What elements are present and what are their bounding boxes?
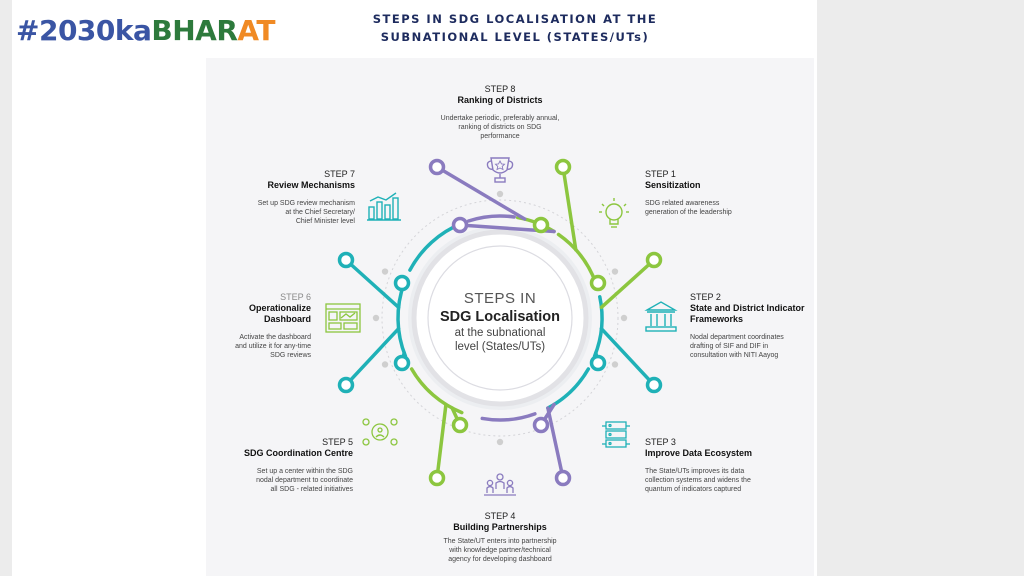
- step-8-card: STEP 8 Ranking of Districts Undertake pe…: [420, 84, 580, 141]
- spoke-node: [393, 354, 411, 372]
- spoke-layer: [337, 158, 663, 487]
- spoke-node: [393, 274, 411, 292]
- ring-marker-dot: [611, 361, 619, 368]
- ring-marker-dot: [381, 361, 389, 368]
- center-label: STEPS IN SDG Localisation at the subnati…: [430, 290, 570, 354]
- spoke-node: [589, 274, 607, 292]
- step-8-title: Ranking of Districts: [457, 95, 543, 105]
- step-7-title: Review Mechanisms: [267, 180, 355, 190]
- step-2-description: Nodal department coordinates drafting of…: [690, 334, 784, 359]
- institution-building-icon: [644, 301, 678, 332]
- spoke-node: [428, 158, 446, 176]
- spoke-node: [451, 416, 469, 434]
- data-server-icon: [602, 421, 630, 448]
- step-5-description: Set up a center within the SDG nodal dep…: [256, 468, 353, 493]
- step-5-title: SDG Coordination Centre: [243, 448, 353, 458]
- spoke-line: [344, 326, 401, 387]
- spoke-node: [337, 376, 355, 394]
- spoke-line: [344, 258, 401, 310]
- brand-hashtag-part3: AT: [237, 14, 276, 47]
- step-1-title: Sensitization: [645, 180, 701, 190]
- dashboard-icon: [325, 303, 361, 333]
- brand-hashtag-part2: BHAR: [151, 14, 238, 47]
- center-label-line4: level (States/UTs): [454, 341, 546, 353]
- step-7-number: STEP 7: [324, 169, 355, 179]
- brand-hashtag-part1: #2030ka: [16, 14, 152, 47]
- spoke-node: [532, 416, 550, 434]
- ring-marker-dot: [372, 314, 380, 322]
- step-4-card: STEP 4 Building Partnerships The State/U…: [420, 511, 580, 564]
- outer-dotted-ring: [381, 199, 619, 437]
- ring-marker-dot: [381, 268, 389, 275]
- spoke-node: [554, 469, 572, 487]
- trophy-icon: [486, 157, 514, 183]
- coordination-network-icon: [362, 418, 398, 446]
- step-4-description: The State/UT enters into partnership wit…: [443, 538, 557, 563]
- ring-marker-dot: [611, 268, 619, 275]
- spoke-node: [532, 216, 550, 234]
- icon-layer: [325, 157, 678, 496]
- spoke-node: [428, 469, 446, 487]
- step-2-card: STEP 2 State and District Indicator Fram…: [690, 292, 810, 360]
- step-2-title: State and District Indicator Frameworks: [690, 303, 805, 324]
- step-5-number: STEP 5: [322, 437, 353, 447]
- ring-segment: [409, 367, 464, 415]
- lightbulb-icon: [599, 198, 629, 228]
- spoke-node: [337, 251, 355, 269]
- ring-segment: [396, 281, 408, 358]
- step-6-card: STEP 6 Operationalize Dashboard Activate…: [205, 292, 311, 360]
- ring-segment: [466, 214, 516, 223]
- step-1-card: STEP 1 Sensitization SDG related awarene…: [645, 169, 795, 217]
- step-7-description: Set up SDG review mechanism at the Chief…: [257, 200, 355, 225]
- step-8-number: STEP 8: [484, 84, 516, 94]
- spoke-node: [645, 376, 663, 394]
- bar-chart-icon: [367, 192, 401, 221]
- step-2-number: STEP 2: [690, 292, 721, 302]
- step-3-card: STEP 3 Improve Data Ecosystem The State/…: [645, 437, 800, 494]
- step-3-number: STEP 3: [645, 437, 676, 447]
- spoke-line: [435, 402, 448, 480]
- spoke-node: [554, 158, 572, 176]
- step-1-number: STEP 1: [645, 169, 676, 179]
- step-7-card: STEP 7 Review Mechanisms Set up SDG revi…: [205, 169, 355, 226]
- ring-segment: [480, 412, 537, 422]
- ring-marker-dot: [496, 190, 504, 198]
- spoke-line: [546, 406, 565, 480]
- steps-cycle-diagram: [325, 157, 678, 496]
- spoke-node: [589, 354, 607, 372]
- step-4-title: Building Partnerships: [453, 522, 547, 532]
- center-label-line1: STEPS IN: [463, 290, 537, 307]
- page-title: STEPS IN SDG LOCALISATION AT THE SUBNATI…: [330, 10, 700, 46]
- step-8-description: Undertake periodic, preferably annual, r…: [440, 115, 560, 140]
- brand-hashtag: #2030kaBHARAT: [16, 14, 276, 47]
- center-label-line3: at the subnational: [454, 327, 546, 339]
- step-6-description: Activate the dashboard and utilize it fo…: [235, 334, 311, 359]
- step-1-description: SDG related awareness generation of the …: [645, 200, 732, 216]
- step-3-title: Improve Data Ecosystem: [645, 448, 753, 458]
- center-label-line2: SDG Localisation: [439, 309, 561, 325]
- step-4-number: STEP 4: [484, 511, 516, 521]
- spoke-line: [435, 165, 527, 221]
- page-title-line2: SUBNATIONAL LEVEL (STATES/UTs): [380, 30, 650, 44]
- spoke-line: [599, 326, 656, 387]
- ring-marker-dot: [620, 314, 628, 322]
- people-group-icon: [484, 473, 516, 496]
- center-circle: [427, 245, 573, 391]
- page-title-line1: STEPS IN SDG LOCALISATION AT THE: [372, 12, 658, 26]
- spoke-line: [599, 258, 656, 310]
- step-5-card: STEP 5 SDG Coordination Centre Set up a …: [205, 437, 353, 494]
- step-3-description: The State/UTs improves its data collecti…: [645, 468, 751, 493]
- step-6-number: STEP 6: [280, 292, 311, 302]
- spoke-node: [645, 251, 663, 269]
- spoke-node: [451, 216, 469, 234]
- spoke-line: [561, 165, 578, 252]
- step-6-title: Operationalize Dashboard: [248, 303, 311, 324]
- ring-marker-dot: [496, 438, 504, 446]
